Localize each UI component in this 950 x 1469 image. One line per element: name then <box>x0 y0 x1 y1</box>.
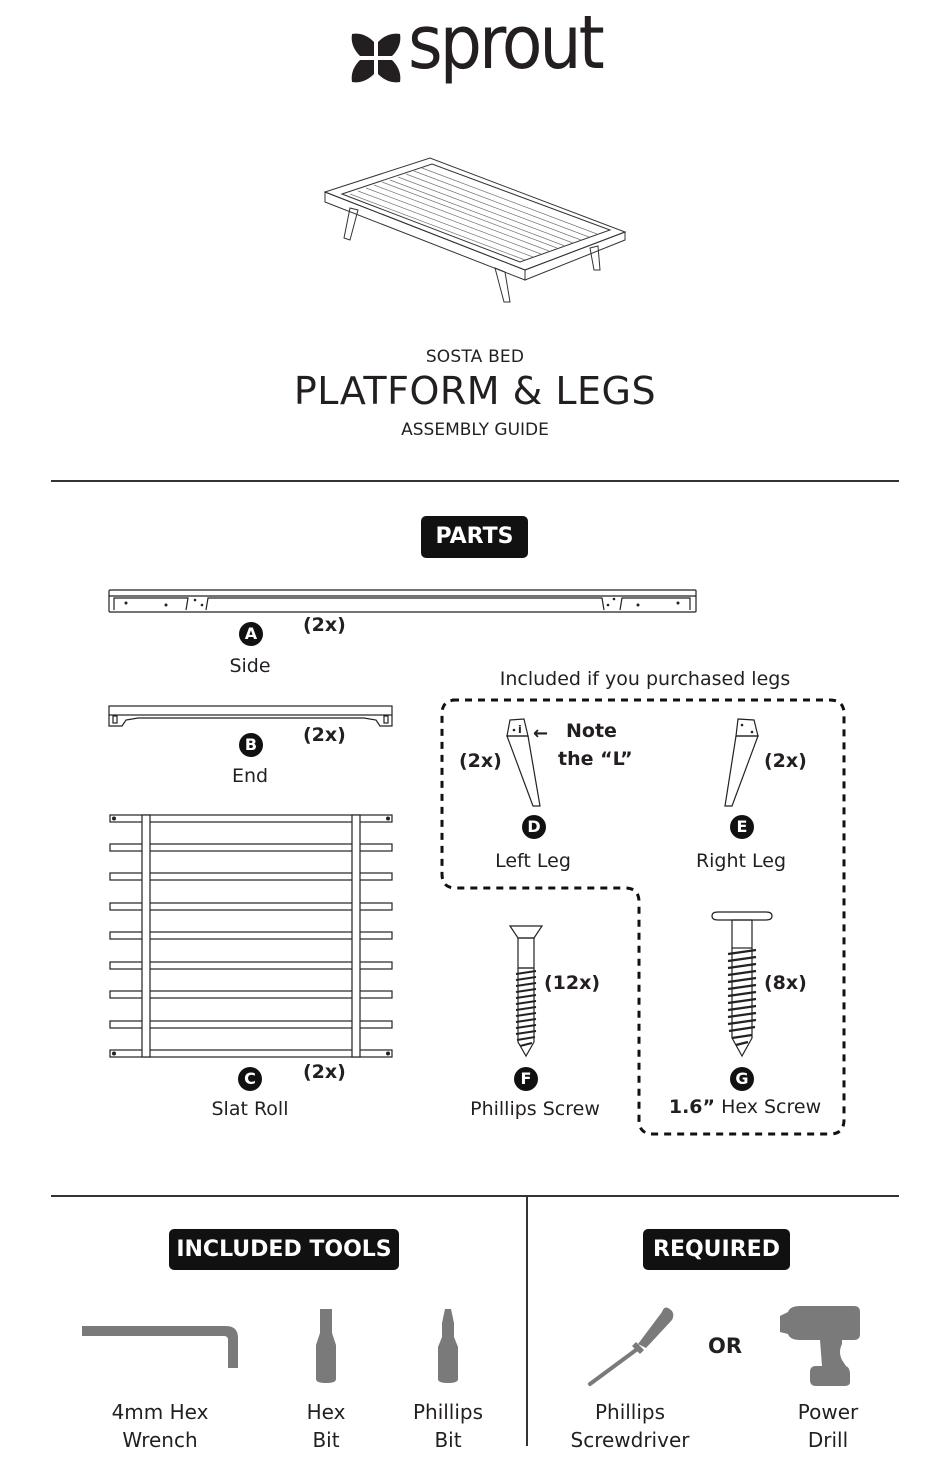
part-letter-f: F <box>514 1067 538 1091</box>
parts-badge: PARTS <box>421 516 528 558</box>
included-tools-badge: INCLUDED TOOLS <box>169 1229 399 1270</box>
part-b-name: End <box>231 765 269 787</box>
right-leg-drawing <box>724 718 759 807</box>
part-b-qty: (2x) <box>303 724 346 746</box>
power-drill-label: Power Drill <box>768 1398 888 1454</box>
guide-subtitle: ASSEMBLY GUIDE <box>401 420 549 440</box>
part-g-name: 1.6” Hex Screw <box>660 1096 830 1118</box>
left-leg-note-line2: the “L” <box>558 748 633 770</box>
hex-bit-icon <box>316 1309 336 1383</box>
phillips-bit-icon <box>438 1309 458 1383</box>
power-drill-icon <box>780 1306 860 1386</box>
phillips-bit-label-line2: Bit <box>434 1428 462 1452</box>
part-f-qty: (12x) <box>544 972 601 994</box>
hex-bit-label-line1: Hex <box>306 1400 346 1424</box>
part-a-qty: (2x) <box>303 614 346 636</box>
phillips-bit-label-line1: Phillips <box>412 1400 484 1424</box>
power-drill-label-line1: Power <box>797 1400 859 1424</box>
part-f-name: Phillips Screw <box>470 1098 600 1120</box>
part-e-qty: (2x) <box>764 750 807 772</box>
svg-text:i: i <box>518 723 522 736</box>
hex-bit-label-line2: Bit <box>312 1428 340 1452</box>
part-d-name: Left Leg <box>495 850 571 872</box>
product-subtitle: SOSTA BED <box>425 347 525 367</box>
part-g-label: Hex Screw <box>721 1096 822 1118</box>
tools-divider <box>51 1195 899 1197</box>
part-letter-d: D <box>522 815 546 839</box>
side-rail-drawing <box>108 589 697 613</box>
sprout-logo: sprout <box>350 6 605 108</box>
left-leg-note: Note <box>566 720 617 742</box>
phillips-bit-label: Phillips Bit <box>398 1398 498 1454</box>
part-d-qty: (2x) <box>459 750 502 772</box>
hex-screw-drawing <box>711 911 773 1058</box>
arrow-left-icon: ← <box>533 723 549 744</box>
section-divider <box>51 480 899 482</box>
brand-wordmark: sprout <box>408 0 605 86</box>
part-a-name: Side <box>229 655 271 677</box>
hex-wrench-label: 4mm Hex Wrench <box>90 1398 230 1454</box>
required-tools-badge: REQUIRED <box>643 1229 790 1270</box>
part-letter-c: C <box>238 1067 262 1091</box>
or-label: OR <box>708 1334 743 1358</box>
hex-wrench-label-line1: 4mm Hex <box>111 1400 209 1424</box>
screwdriver-icon <box>588 1307 674 1386</box>
legs-included-note: Included if you purchased legs <box>499 668 791 690</box>
hex-wrench-icon <box>82 1326 238 1368</box>
part-letter-a: A <box>239 622 263 646</box>
end-rail-drawing <box>108 705 393 727</box>
part-e-name: Right Leg <box>695 850 787 872</box>
screwdriver-label-line1: Phillips <box>594 1400 666 1424</box>
sprout-leaf-icon <box>351 33 401 83</box>
hex-bit-label: Hex Bit <box>276 1398 376 1454</box>
left-leg-drawing: i <box>506 718 541 807</box>
slat-roll-drawing <box>109 814 393 1058</box>
part-c-name: Slat Roll <box>211 1098 289 1120</box>
part-c-qty: (2x) <box>303 1061 346 1083</box>
phillips-screw-drawing <box>508 925 544 1058</box>
part-g-size: 1.6” <box>668 1096 716 1118</box>
power-drill-label-line2: Drill <box>807 1428 849 1452</box>
bed-illustration <box>323 157 627 303</box>
hex-wrench-label-line2: Wrench <box>122 1428 198 1452</box>
part-letter-e: E <box>730 815 754 839</box>
screwdriver-label: Phillips Screwdriver <box>560 1398 700 1454</box>
optional-parts-boundary <box>440 698 846 1136</box>
screwdriver-label-line2: Screwdriver <box>570 1428 690 1452</box>
page-title: PLATFORM & LEGS <box>293 369 657 413</box>
part-g-qty: (8x) <box>764 972 807 994</box>
part-letter-b: B <box>239 733 263 757</box>
tools-column-divider <box>526 1196 528 1446</box>
part-letter-g: G <box>730 1067 754 1091</box>
